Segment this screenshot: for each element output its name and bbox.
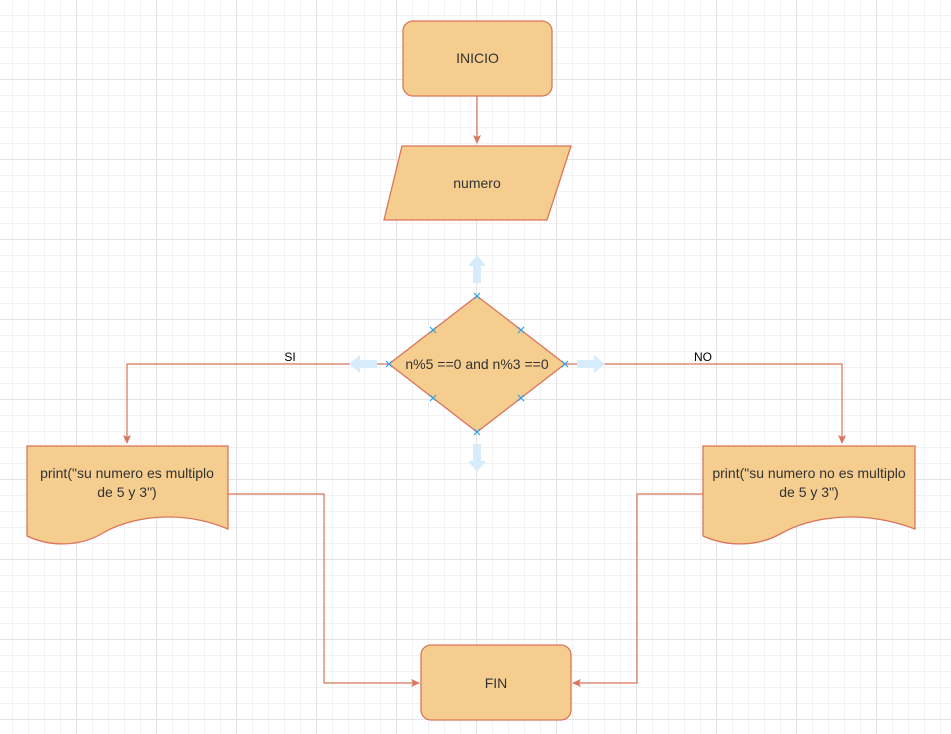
output-yes-line1: print("su numero es multiplo [40, 465, 214, 481]
input-node[interactable]: numero [383, 145, 572, 221]
yes-edge-label: SI [284, 350, 295, 364]
edge-yes-to-end[interactable] [228, 493, 420, 687]
decision-node[interactable]: n%5 ==0 and n%3 ==0 [387, 295, 567, 433]
edge-no-to-end[interactable] [572, 493, 703, 687]
hint-arrow-down-icon [468, 444, 486, 472]
start-node[interactable]: INICIO [402, 20, 553, 97]
selection-handles[interactable] [385, 292, 569, 436]
output-no-line2: de 5 y 3") [779, 484, 838, 500]
edge-decision-yes[interactable] [123, 363, 389, 444]
hint-arrow-up-icon [468, 255, 486, 283]
output-no-line1: print("su numero no es multiplo [712, 465, 905, 481]
edge-decision-no[interactable] [565, 363, 846, 444]
hint-arrow-right-icon [577, 355, 605, 373]
end-node-label: FIN [485, 675, 508, 691]
output-yes-line2: de 5 y 3") [97, 484, 156, 500]
input-node-label: numero [453, 175, 501, 191]
start-node-label: INICIO [456, 50, 499, 66]
no-edge-label: NO [694, 350, 712, 364]
output-no-node[interactable]: print("su numero no es multiplo de 5 y 3… [702, 445, 916, 545]
output-yes-node[interactable]: print("su numero es multiplo de 5 y 3") [26, 445, 229, 545]
end-node[interactable]: FIN [420, 644, 572, 721]
connection-hint-arrows[interactable] [349, 255, 605, 472]
hint-arrow-left-icon [349, 355, 377, 373]
decision-node-label: n%5 ==0 and n%3 ==0 [405, 356, 548, 372]
